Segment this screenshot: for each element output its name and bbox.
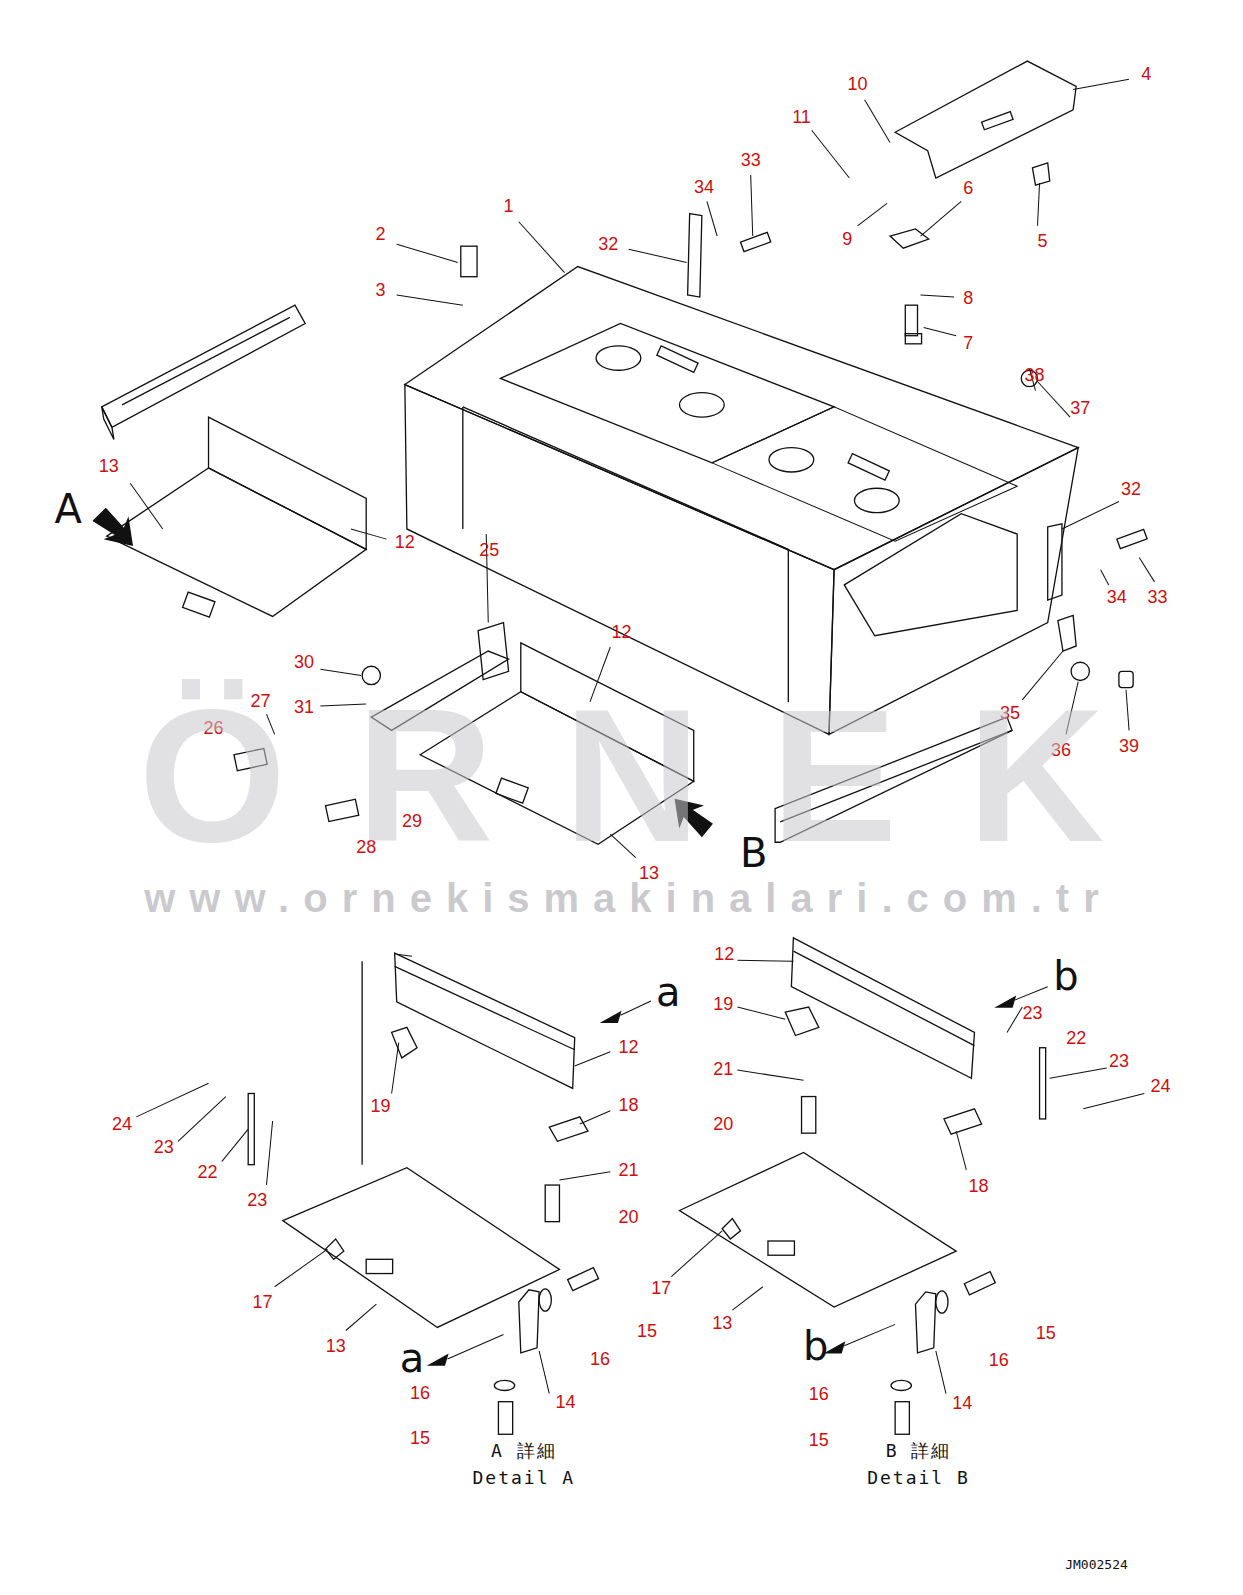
- callout-number: 16: [989, 1349, 1009, 1370]
- view-letter: a: [400, 1335, 425, 1381]
- callout-number: 32: [598, 234, 618, 255]
- callout-number: 6: [963, 178, 973, 199]
- view-letter: b: [1053, 953, 1078, 999]
- callout-number: 14: [952, 1392, 972, 1413]
- callout-number: 23: [154, 1137, 174, 1158]
- callout-number: 13: [712, 1313, 732, 1334]
- view-letter: b: [803, 1323, 828, 1369]
- callout-number: 34: [1107, 587, 1127, 608]
- callout-number: 34: [694, 177, 714, 198]
- callout-number: 4: [1141, 64, 1151, 85]
- callout-number: 25: [479, 540, 499, 561]
- view-letter: a: [656, 969, 681, 1015]
- detail-caption: A 詳細: [491, 1439, 557, 1463]
- callout-number: 33: [1148, 587, 1168, 608]
- detail-caption: B 詳細: [886, 1439, 952, 1463]
- callout-number: 19: [370, 1095, 390, 1116]
- callout-number: 13: [326, 1335, 346, 1356]
- callout-number: 20: [713, 1113, 733, 1134]
- drawing-code: JM002524: [1065, 1557, 1128, 1572]
- callout-number: 20: [619, 1206, 639, 1227]
- callout-number: 17: [252, 1291, 272, 1312]
- callout-number: 22: [197, 1161, 217, 1182]
- callout-number: 37: [1070, 397, 1090, 418]
- callout-number: 12: [395, 532, 415, 553]
- callout-number: 18: [969, 1176, 989, 1197]
- callout-number: 2: [375, 223, 385, 244]
- callout-number: 15: [637, 1321, 657, 1342]
- callout-number: 5: [1038, 231, 1048, 252]
- callout-number: 21: [619, 1159, 639, 1180]
- callout-number: 23: [1022, 1003, 1042, 1024]
- callout-number: 12: [611, 621, 631, 642]
- callout-number: 8: [963, 288, 973, 309]
- watermark: ÖRNEK: [68, 666, 1174, 884]
- callout-number: 19: [713, 993, 733, 1014]
- callout-number: 21: [713, 1059, 733, 1080]
- callout-number: 16: [590, 1348, 610, 1369]
- callout-number: 16: [410, 1382, 430, 1403]
- callout-number: 38: [1024, 365, 1044, 386]
- callout-number: 13: [99, 455, 119, 476]
- detail-caption: Detail B: [867, 1466, 970, 1487]
- callout-number: 17: [651, 1277, 671, 1298]
- callout-number: 3: [375, 279, 385, 300]
- callout-number: 14: [556, 1391, 576, 1412]
- watermark-url: www.ornekismakinalari.com.tr: [130, 876, 1113, 921]
- callout-number: 15: [1036, 1322, 1056, 1343]
- callout-number: 10: [847, 74, 867, 95]
- callout-number: 15: [809, 1430, 829, 1451]
- callout-number: 9: [842, 229, 852, 250]
- callout-number: 1: [504, 196, 514, 217]
- callout-number: 33: [741, 149, 761, 170]
- callout-number: 24: [112, 1113, 132, 1134]
- callout-number: 12: [619, 1036, 639, 1057]
- callout-number: 12: [714, 944, 734, 965]
- callout-number: 16: [809, 1383, 829, 1404]
- callout-number: 15: [410, 1428, 430, 1449]
- callout-number: 22: [1066, 1027, 1086, 1048]
- callout-number: 11: [792, 106, 811, 127]
- view-letter: A: [54, 486, 81, 532]
- callout-number: 32: [1121, 479, 1141, 500]
- detail-caption: Detail A: [472, 1466, 575, 1487]
- callout-number: 24: [1151, 1076, 1171, 1097]
- callout-number: 23: [1109, 1050, 1129, 1071]
- callout-number: 23: [247, 1190, 267, 1211]
- callout-number: 7: [963, 332, 973, 353]
- callout-number: 18: [619, 1094, 639, 1115]
